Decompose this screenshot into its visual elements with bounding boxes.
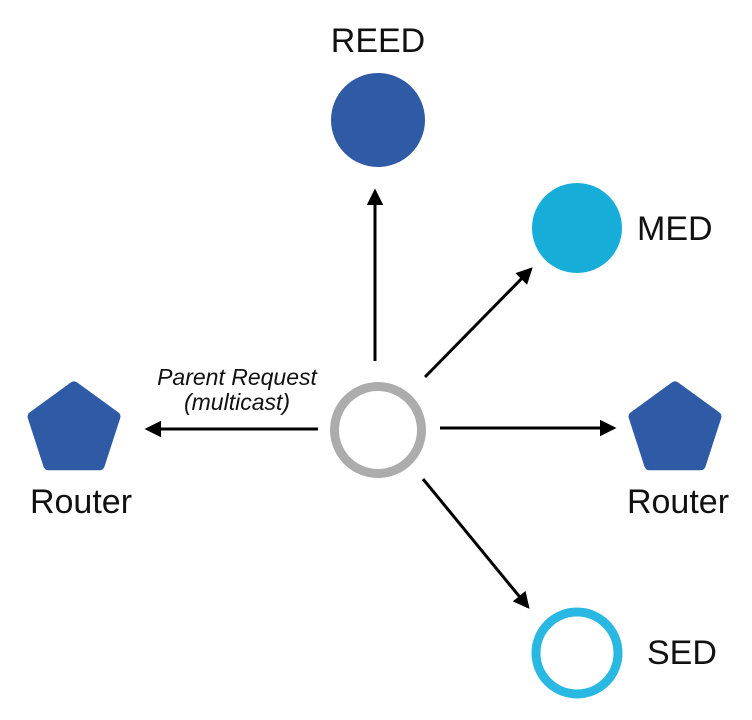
label-med: MED [637,210,713,248]
node-med-circle [532,183,622,273]
node-router-left-pentagon [27,381,121,471]
node-router-right-pentagon [628,381,722,471]
node-sed-circle [531,607,623,699]
arrow-center-to-sed [421,478,530,609]
label-sed: SED [647,634,717,672]
label-router-left: Router [30,483,132,521]
label-router-right: Router [627,483,729,521]
arrow-center-to-med [423,267,533,379]
node-center-circle [330,382,426,478]
label-reed: REED [331,22,425,60]
annotation-multicast: (multicast) [184,389,290,415]
node-reed-circle [331,73,425,167]
annotation-parent-request: Parent Request [157,364,318,390]
